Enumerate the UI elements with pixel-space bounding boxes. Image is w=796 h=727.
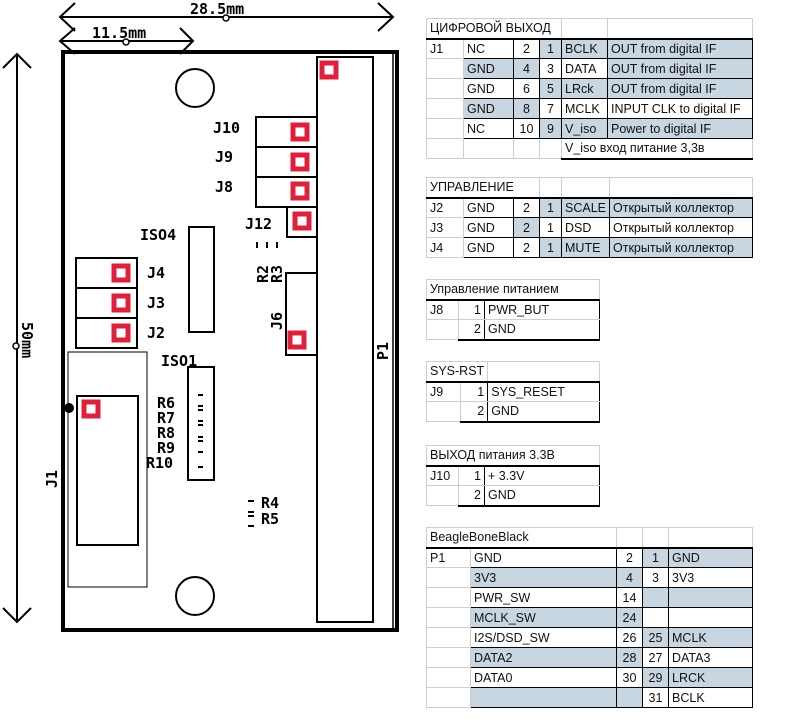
connector-cell: J1: [426, 38, 464, 59]
mounting-hole: [175, 68, 215, 108]
table-row: J1 NC 2 1 BCLK OUT from digital IF: [426, 38, 753, 59]
j6-label: J6: [268, 312, 286, 330]
table-row: P1 GND 2 1 GND: [426, 547, 753, 568]
table-power-control: Управление питанием J8 1 PWR_BUT 2 GND: [426, 279, 600, 341]
j1-footprint: [67, 351, 148, 588]
resistor-ticks: [198, 242, 278, 527]
dimension-marker: [12, 342, 20, 350]
r8-label: R8: [157, 424, 175, 442]
r10-label: R10: [146, 454, 173, 472]
table-row: J10 1 + 3.3V: [426, 465, 600, 486]
table-row: GND 8 7 MCLK INPUT CLK to digital IF: [426, 98, 753, 119]
height-label: 50mm: [18, 322, 36, 358]
pad-p1: [319, 60, 339, 80]
width-label: 28.5mm: [190, 0, 244, 18]
r5-label: R5: [261, 510, 279, 528]
table-row: DATA0 30 29 LRCK: [426, 667, 753, 688]
j8-label: J8: [215, 178, 233, 196]
chip-iso1: [187, 366, 215, 481]
header-p1: [316, 56, 374, 623]
j10-label: J10: [213, 119, 240, 137]
pad-j8: [290, 181, 310, 201]
r3-label: R3: [268, 265, 286, 283]
iso4-label: ISO4: [140, 226, 176, 244]
table-row: I2S/DSD_SW 26 25 MCLK: [426, 627, 753, 648]
j9-label: J9: [215, 148, 233, 166]
pad-j4: [111, 263, 131, 283]
table-row: PWR_SW 14: [426, 587, 753, 608]
table-beaglebone: BeagleBoneBlack P1 GND 2 1 GND 3V3 4 3 3…: [426, 527, 753, 708]
connector-j2: [75, 317, 138, 349]
table-title: ЦИФРОВОЙ ВЫХОД: [426, 18, 562, 40]
table-row: J4 GND 2 1 MUTE Открытый коллектор: [426, 237, 753, 258]
pad-j10: [290, 122, 310, 142]
inner-width-label: 11.5mm: [92, 24, 146, 42]
mounting-hole: [175, 576, 215, 616]
table-row: J3 GND 2 1 DSD Открытый коллектор: [426, 217, 753, 238]
table-control: УПРАВЛЕНИЕ J2 GND 2 1 SCALE Открытый кол…: [426, 177, 753, 258]
table-note: V_iso вход питание 3,3в: [561, 138, 753, 160]
p1-label: P1: [374, 342, 392, 360]
table-title: SYS-RST: [425, 361, 489, 383]
table-row: J9 1 SYS_RESET: [426, 381, 600, 402]
j1-label: J1: [43, 470, 61, 488]
board-outline: [61, 50, 399, 632]
table-title: ВЫХОД питания 3.3В: [426, 445, 600, 467]
table-row: GND 6 5 LRck OUT from digital IF: [426, 78, 753, 99]
r4-label: R4: [261, 494, 279, 512]
pcb-drawing: 28.5mm 11.5mm 50mm P1: [2, 0, 399, 632]
pad-j12: [292, 211, 312, 231]
connector-j6: [285, 272, 318, 356]
connector-j1: [76, 395, 139, 546]
table-title: Управление питанием: [426, 279, 600, 301]
table-row: J8 1 PWR_BUT: [426, 299, 600, 320]
table-title: BeagleBoneBlack: [426, 527, 617, 549]
j12-label: J12: [245, 215, 272, 233]
pin1-marker: [64, 403, 74, 413]
table-power-out: ВЫХОД питания 3.3В J10 1 + 3.3V 2 GND: [426, 445, 600, 507]
r2-label: R2: [254, 265, 272, 283]
connector-j12: [286, 206, 318, 238]
chip-iso4: [188, 226, 215, 333]
table-row: J2 GND 2 1 SCALE Открытый коллектор: [426, 197, 753, 218]
table-row: 2 GND: [426, 485, 600, 507]
table-row: GND 4 3 DATA OUT from digital IF: [426, 58, 753, 79]
j2-label: J2: [147, 324, 165, 342]
pad-j1: [81, 399, 101, 419]
pad-j3: [111, 293, 131, 313]
table-title: УПРАВЛЕНИЕ: [426, 177, 540, 199]
pad-j6: [287, 330, 307, 350]
table-row: DATA2 28 27 DATA3: [426, 647, 753, 668]
dimension-marker: [222, 14, 230, 22]
pad-j9: [290, 152, 310, 172]
table-row: 3V3 4 3 3V3: [426, 567, 753, 588]
pad-j2: [111, 323, 131, 343]
r6-label: R6: [157, 394, 175, 412]
j4-label: J4: [147, 264, 165, 282]
dimension-marker: [122, 38, 130, 46]
table-row: MCLK_SW 24: [426, 607, 753, 628]
table-row: 2 GND: [426, 319, 600, 341]
r7-label: R7: [157, 409, 175, 427]
dimension-height: [2, 52, 32, 624]
r9-label: R9: [157, 439, 175, 457]
table-digital-out: ЦИФРОВОЙ ВЫХОД J1 NC 2 1 BCLK OUT from d…: [426, 18, 753, 160]
table-sys-rst: SYS-RST J9 1 SYS_RESET 2 GND: [425, 361, 600, 423]
table-note-row: V_iso вход питание 3,3в: [426, 138, 753, 160]
iso1-label: ISO1: [161, 352, 197, 370]
table-row: 2 GND: [426, 401, 600, 423]
table-row: NC 10 9 V_iso Power to digital IF: [426, 118, 753, 139]
table-row: 31 BCLK: [426, 687, 753, 708]
j3-label: J3: [147, 294, 165, 312]
